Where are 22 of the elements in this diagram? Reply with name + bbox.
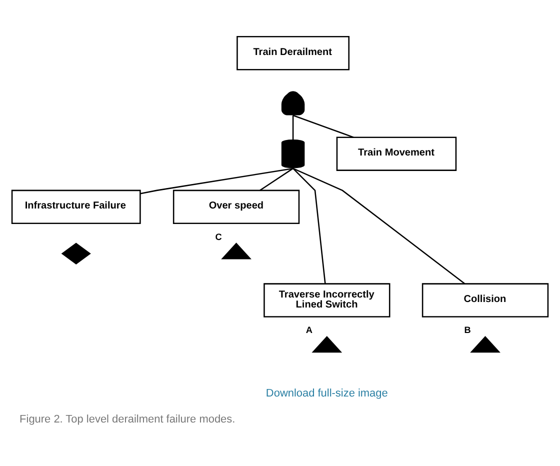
- connector: [260, 168, 294, 191]
- connector: [292, 168, 326, 284]
- caption: Figure 2. Top level derailment failure modes.: [20, 414, 236, 426]
- node-triangle: [312, 336, 342, 353]
- node-box: Traverse Incorrectly Lined Switch: [264, 283, 390, 318]
- connector: [292, 115, 294, 140]
- node-label: A: [306, 325, 312, 336]
- connector: [292, 168, 466, 284]
- node-diamond: [61, 242, 91, 264]
- connector: [292, 114, 354, 138]
- node-label: B: [464, 325, 471, 336]
- label: Download full-size image: [266, 387, 388, 400]
- node-box: Train Movement: [336, 136, 457, 171]
- node-label: C: [215, 232, 222, 242]
- node-box: Collision: [422, 283, 549, 318]
- node-box: Train Derailment: [236, 36, 350, 70]
- node-box: Over speed: [172, 190, 300, 224]
- node-box: Infrastructure Failure: [11, 190, 141, 224]
- node-triangle: [470, 336, 500, 353]
- node-and-gate: [281, 91, 305, 116]
- connector: [140, 168, 294, 194]
- node-triangle: [221, 242, 252, 260]
